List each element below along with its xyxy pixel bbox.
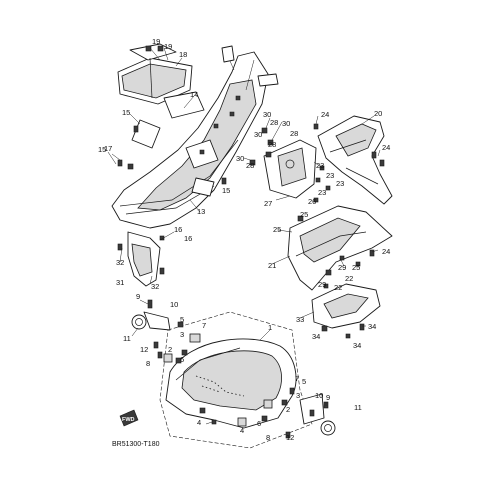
callout-16: 16 xyxy=(184,234,192,243)
callout-10: 10 xyxy=(315,391,323,400)
tail-cowl xyxy=(317,115,393,205)
callout-19: 19 xyxy=(152,37,160,46)
callout-5: 5 xyxy=(302,377,306,386)
callout-7: 7 xyxy=(295,374,299,383)
callout-numbers: 19 19 18 14 15 17 15 15 13 16 16 32 31 3… xyxy=(98,37,390,442)
diagram-reference-code: BR51300-T180 xyxy=(112,441,160,448)
callout-5: 5 xyxy=(180,315,184,324)
callout-2: 2 xyxy=(168,345,172,354)
callout-9: 9 xyxy=(326,393,330,402)
callout-28: 28 xyxy=(290,129,298,138)
callout-30: 30 xyxy=(254,130,262,139)
callout-3: 3 xyxy=(180,330,184,339)
callout-27: 27 xyxy=(264,199,272,208)
callout-24: 24 xyxy=(382,247,390,256)
callout-24: 24 xyxy=(321,110,329,119)
callout-15: 15 xyxy=(98,145,106,154)
callout-31: 31 xyxy=(116,278,124,287)
callout-11: 11 xyxy=(354,403,362,412)
callout-22: 22 xyxy=(334,283,342,292)
callout-32: 32 xyxy=(151,282,159,291)
callout-11: 11 xyxy=(123,334,131,343)
callout-14: 14 xyxy=(190,90,198,99)
leader-lines xyxy=(107,47,381,425)
left-fender-mount xyxy=(131,299,201,364)
callout-16: 16 xyxy=(174,225,182,234)
callout-10: 10 xyxy=(170,300,178,309)
callout-32: 32 xyxy=(116,258,124,267)
right-fender-mount xyxy=(199,387,336,439)
battery-tray xyxy=(117,43,193,105)
callout-4: 4 xyxy=(240,426,244,435)
callout-4: 4 xyxy=(197,418,201,427)
callout-25: 25 xyxy=(273,225,281,234)
callout-1: 1 xyxy=(268,323,272,332)
lower-panel xyxy=(311,283,381,329)
callout-28: 28 xyxy=(270,118,278,127)
callout-3: 3 xyxy=(296,391,300,400)
callout-12: 12 xyxy=(286,433,294,442)
callout-25: 25 xyxy=(300,210,308,219)
callout-23: 23 xyxy=(336,179,344,188)
callout-20: 20 xyxy=(374,109,382,118)
callout-23: 23 xyxy=(318,188,326,197)
tail-bracket xyxy=(263,139,317,199)
callout-34: 34 xyxy=(353,341,361,350)
callout-30: 30 xyxy=(263,110,271,119)
callout-23: 23 xyxy=(316,161,324,170)
callout-17: 17 xyxy=(104,144,112,153)
side-cover xyxy=(287,205,393,291)
callout-8: 8 xyxy=(266,433,270,442)
callout-15: 15 xyxy=(122,108,130,117)
callout-28: 28 xyxy=(246,161,254,170)
callout-13: 13 xyxy=(197,207,205,216)
fasteners-upper-left xyxy=(117,45,227,275)
rear-fender-frame xyxy=(111,45,279,229)
forward-direction-badge: FWD xyxy=(119,409,139,427)
callout-19: 19 xyxy=(164,42,172,51)
callout-29: 29 xyxy=(338,263,346,272)
mud-flap xyxy=(127,231,161,287)
callout-30: 30 xyxy=(236,154,244,163)
callout-30: 30 xyxy=(282,119,290,128)
callout-15: 15 xyxy=(222,186,230,195)
callout-9: 9 xyxy=(136,292,140,301)
fwd-label: FWD xyxy=(122,417,135,423)
callout-22: 22 xyxy=(345,274,353,283)
callout-24: 24 xyxy=(382,143,390,152)
callout-18: 18 xyxy=(179,50,187,59)
callout-33: 33 xyxy=(296,315,304,324)
callout-28: 28 xyxy=(268,140,276,149)
fasteners-upper-right xyxy=(249,123,385,339)
callout-8: 8 xyxy=(146,359,150,368)
callout-2: 2 xyxy=(286,405,290,414)
callout-21: 21 xyxy=(268,261,276,270)
callout-23: 23 xyxy=(326,171,334,180)
callout-7: 7 xyxy=(202,321,206,330)
callout-25: 25 xyxy=(352,263,360,272)
callout-34: 34 xyxy=(368,322,376,331)
callout-6: 6 xyxy=(257,419,261,428)
front-fender-group xyxy=(159,311,313,449)
callout-12: 12 xyxy=(140,345,148,354)
callout-34: 34 xyxy=(312,332,320,341)
callout-29: 29 xyxy=(318,280,326,289)
callout-6: 6 xyxy=(180,355,184,364)
callout-26: 26 xyxy=(308,197,316,206)
